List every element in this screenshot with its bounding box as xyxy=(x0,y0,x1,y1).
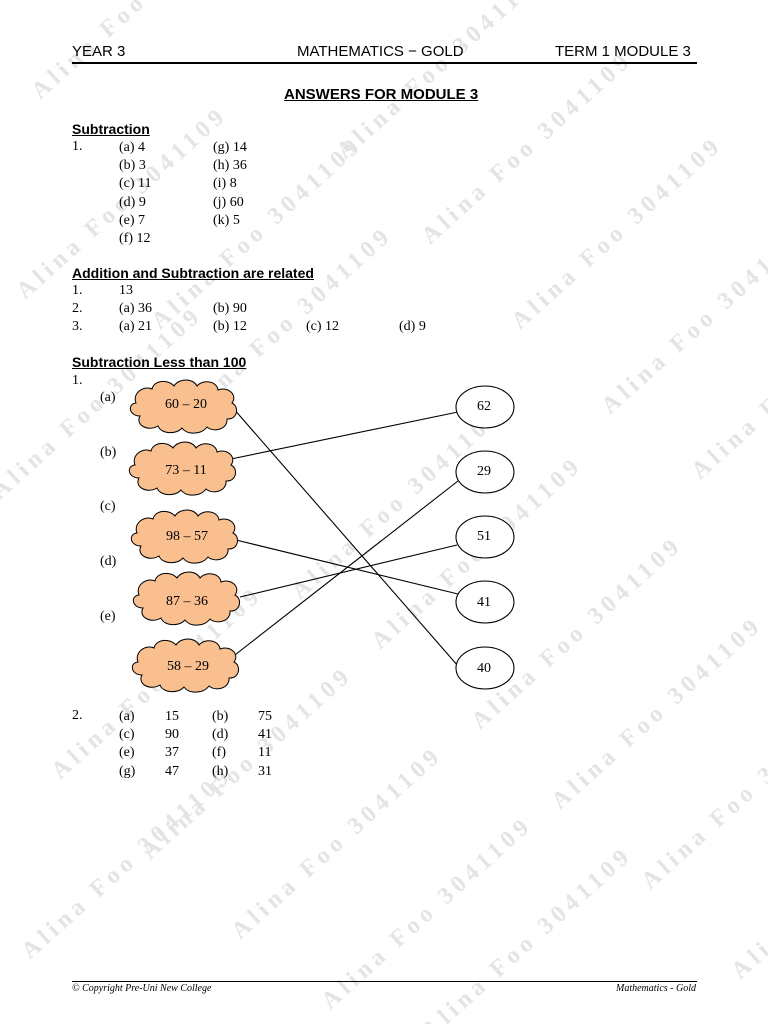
question-number: 1. xyxy=(72,373,83,388)
footer-subject: Mathematics - Gold xyxy=(616,983,696,994)
cloud-expression: 87 – 36 xyxy=(166,594,208,609)
q2-row: (g) 47 (h) 31 xyxy=(119,763,272,781)
header-term: TERM 1 MODULE 3 xyxy=(555,43,691,60)
cloud-expression: 60 – 20 xyxy=(165,397,207,412)
oval-value: 40 xyxy=(477,661,491,676)
footer-rule xyxy=(72,981,697,982)
match-line xyxy=(230,411,459,460)
item-label: (e) xyxy=(119,745,135,761)
answer-item: (d) 9 xyxy=(119,194,146,210)
item-label: (c) xyxy=(119,727,135,743)
oval-value: 41 xyxy=(477,595,491,610)
section-heading-addsub: Addition and Subtraction are related xyxy=(72,265,314,281)
answer-column-2: (g) 14 (h) 36 (i) 8 (j) 60 (k) 5 xyxy=(213,139,247,230)
answer-item: 13 xyxy=(119,283,133,298)
answer-item: (a) 21 xyxy=(119,319,153,334)
oval-value: 51 xyxy=(477,529,491,544)
match-line xyxy=(239,544,458,598)
cloud-expression: 58 – 29 xyxy=(167,659,209,674)
item-label: (f) xyxy=(212,745,226,761)
item-label: (h) xyxy=(212,763,229,779)
item-label: (a) xyxy=(119,709,135,724)
cloud-expression: 73 – 11 xyxy=(165,463,206,478)
answer-value: 75 xyxy=(258,709,272,724)
header-rule xyxy=(72,62,697,64)
header-subject: MATHEMATICS − GOLD xyxy=(297,43,464,60)
header-year: YEAR 3 xyxy=(72,43,126,60)
answer-value: 11 xyxy=(258,745,272,761)
answer-item: (i) 8 xyxy=(213,176,237,192)
q2-row: (c) 90 (d) 41 xyxy=(119,726,272,744)
cloud-expression: 98 – 57 xyxy=(166,529,208,544)
section-heading-less100: Subtraction Less than 100 xyxy=(72,354,247,370)
match-line xyxy=(232,407,459,667)
item-label: (b) xyxy=(212,709,229,724)
question-number: 1. xyxy=(72,139,83,154)
answer-item: (e) 7 xyxy=(119,212,146,228)
oval-value: 29 xyxy=(477,464,491,479)
item-label: (e) xyxy=(100,609,116,624)
section-heading-subtraction: Subtraction xyxy=(72,121,150,137)
oval-value: 62 xyxy=(477,399,491,414)
answer-item: (a) 4 xyxy=(119,140,146,155)
answer-item: (a) 36 xyxy=(119,301,153,316)
item-label: (d) xyxy=(100,554,117,569)
answer-item: (c) 11 xyxy=(119,176,152,192)
answer-item: (j) 60 xyxy=(213,194,244,210)
answer-value: 90 xyxy=(165,727,179,743)
answer-item: (d) 9 xyxy=(399,319,426,334)
answer-item: (g) 14 xyxy=(213,140,247,155)
footer-copyright: © Copyright Pre-Uni New College xyxy=(72,983,212,994)
q2-grid: (a) 15 (b) 75 (c) 90 (d) 41 (e) 37 (f) 11 (g) 47 (h… xyxy=(119,708,272,781)
item-label: (d) xyxy=(212,727,229,743)
answer-value: 15 xyxy=(165,709,179,724)
item-label: (a) xyxy=(100,390,116,405)
match-line xyxy=(230,480,459,659)
question-number: 3. xyxy=(72,319,83,334)
item-label: (c) xyxy=(100,499,116,514)
answer-value: 41 xyxy=(258,727,272,743)
item-label: (b) xyxy=(100,445,117,460)
q2-row: (e) 37 (f) 11 xyxy=(119,744,272,762)
answer-item: (f) 12 xyxy=(119,231,151,247)
answer-oval xyxy=(455,385,515,429)
answer-item: (h) 36 xyxy=(213,158,247,174)
answer-item: (b) 12 xyxy=(213,319,247,334)
page-title: ANSWERS FOR MODULE 3 xyxy=(284,86,479,103)
answer-oval xyxy=(455,450,515,494)
answer-item: (c) 12 xyxy=(306,319,340,334)
item-label: (g) xyxy=(119,763,136,779)
question-number: 1. xyxy=(72,283,83,298)
answer-value: 37 xyxy=(165,745,179,761)
q2-row: (a) 15 (b) 75 xyxy=(119,708,272,726)
answer-oval xyxy=(455,580,515,624)
question-number: 2. xyxy=(72,301,83,316)
answer-item: (b) 3 xyxy=(119,158,146,174)
answer-value: 31 xyxy=(258,763,272,779)
answer-oval xyxy=(455,646,515,690)
question-number: 2. xyxy=(72,708,83,723)
answer-oval xyxy=(455,515,515,559)
answer-item: (b) 90 xyxy=(213,301,247,316)
answer-item: (k) 5 xyxy=(213,212,240,228)
answer-column-1: (a) 4 (b) 3 (c) 11 (d) 9 (e) 7 (f) 12 xyxy=(119,139,152,248)
answer-value: 47 xyxy=(165,763,179,779)
